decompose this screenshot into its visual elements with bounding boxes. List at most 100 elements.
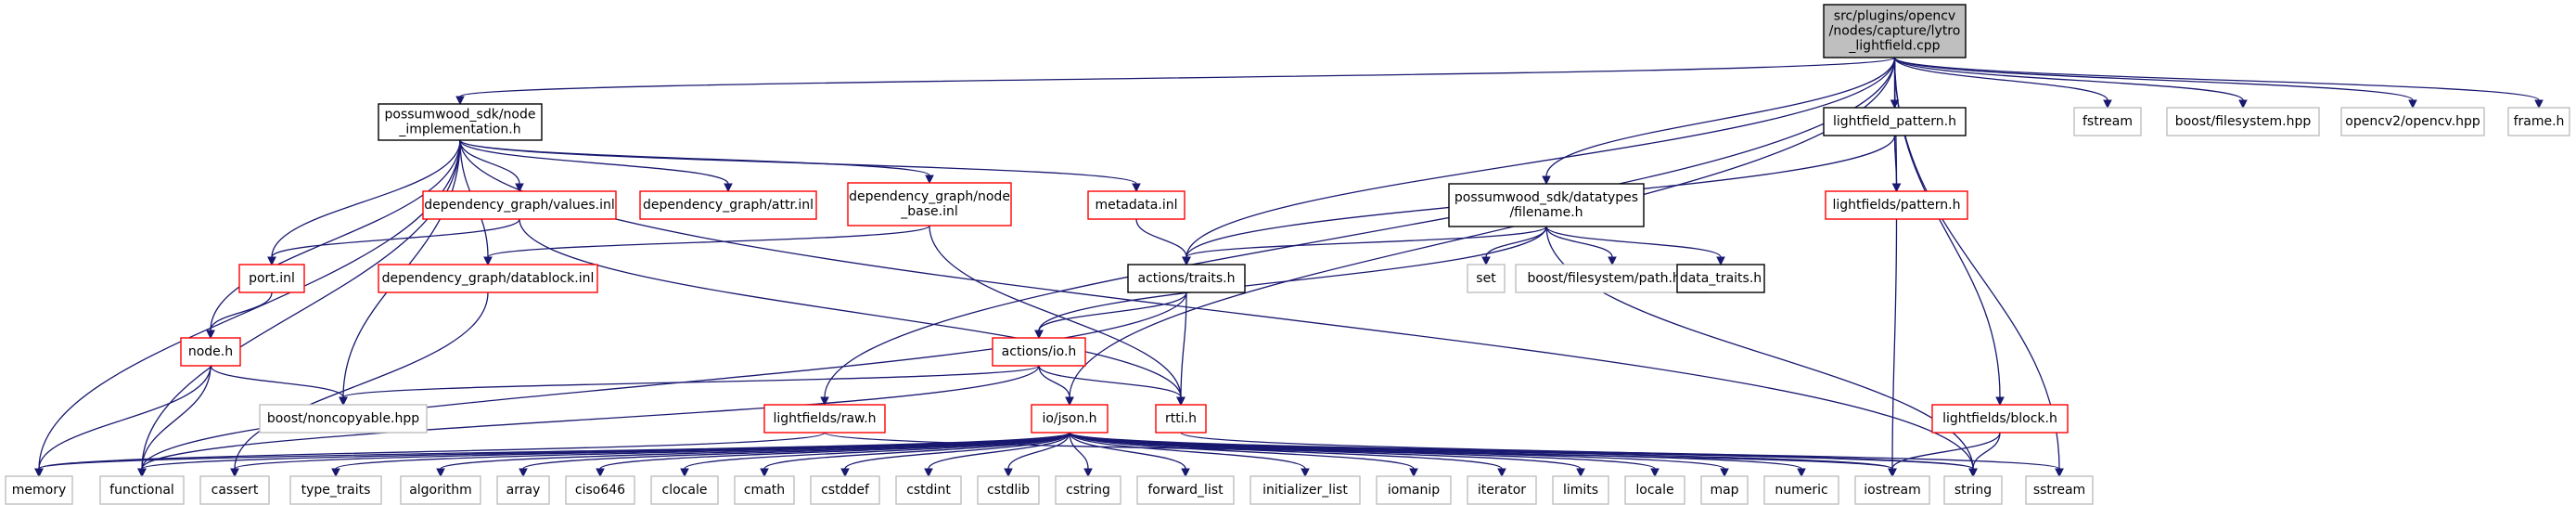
edge-metadata_inl-to-actions_traits (1135, 218, 1191, 266)
arrowhead-icon (519, 468, 528, 478)
node-memory: memory (5, 475, 73, 505)
node-algorithm: algorithm (400, 475, 481, 505)
node-root[interactable]: src/plugins/opencv/nodes/capture/lytro_l… (1823, 4, 1967, 58)
node-dg_node_base[interactable]: dependency_graph/node_base.inl (847, 182, 1012, 227)
edge-line (1893, 57, 2414, 101)
arrowhead-icon (1176, 396, 1185, 407)
node-box (565, 475, 635, 505)
node-rtti_h[interactable]: rtti.h (1155, 404, 1207, 434)
node-label: cstddef (821, 483, 870, 498)
edge-dg_node_base-to-rtti_h (929, 225, 1185, 407)
edge-io_json-to-cstdint (924, 432, 1070, 478)
node-map: map (1700, 475, 1749, 505)
edge-io_json-to-iomanip (1069, 432, 1418, 478)
edge-line (929, 225, 1182, 398)
node-box (650, 475, 719, 505)
arrowhead-icon (1481, 256, 1491, 266)
node-sstream: sstream (2025, 475, 2094, 505)
edge-actions_io-to-boost_noncopyable (339, 365, 1040, 407)
node-lf_raw[interactable]: lightfields/raw.h (763, 404, 886, 434)
edge-line (824, 57, 1896, 398)
node-node_impl[interactable]: possumwood_sdk/node_implementation.h (378, 103, 543, 141)
node-array: array (496, 475, 550, 505)
node-label: _implementation.h (398, 123, 520, 137)
node-filename_h[interactable]: possumwood_sdk/datatypes/filename.h (1448, 183, 1645, 227)
arrowhead-icon (1301, 468, 1310, 478)
edge-line (271, 139, 461, 258)
edge-line (459, 57, 1896, 97)
arrowhead-icon (483, 256, 493, 266)
arrowhead-icon (724, 183, 733, 193)
edge-line (1069, 432, 1503, 470)
edge-line (141, 291, 1187, 470)
edge-line (342, 365, 1040, 398)
node-label: functional (109, 483, 174, 498)
node-dg_values[interactable]: dependency_graph/values.inl (422, 190, 617, 220)
node-data_traits[interactable]: data_traits.h (1676, 264, 1765, 293)
node-lightfield_pattern_h[interactable]: lightfield_pattern.h (1823, 107, 1967, 136)
node-limits: limits (1552, 475, 1609, 505)
arrowhead-icon (1497, 468, 1506, 478)
edge-root-to-node_impl (455, 57, 1896, 106)
arrowhead-icon (455, 96, 465, 106)
node-node_h[interactable]: node.h (180, 337, 241, 367)
node-actions_io[interactable]: actions/io.h (992, 337, 1086, 367)
edge-port_inl-to-node_h (206, 291, 273, 340)
arrowhead-icon (1004, 468, 1013, 478)
edge-io_json-to-cmath (760, 432, 1070, 478)
arrowhead-icon (2103, 99, 2112, 110)
node-box (1854, 475, 1930, 505)
node-label: forward_list (1147, 483, 1224, 498)
node-box (2340, 107, 2485, 136)
edge-line (1135, 218, 1187, 258)
edge-line (234, 291, 489, 470)
node-box (259, 404, 428, 434)
arrowhead-icon (339, 396, 348, 407)
node-io_json[interactable]: io/json.h (1031, 404, 1109, 434)
node-label: locale (1635, 483, 1673, 498)
node-box (992, 337, 1086, 367)
node-label: lightfield_pattern.h (1833, 114, 1956, 129)
node-label: iostream (1864, 483, 1921, 498)
edge-line (1893, 57, 2540, 101)
arrowhead-icon (1720, 468, 1729, 478)
node-locale: locale (1624, 475, 1685, 505)
node-box (1087, 190, 1185, 220)
node-lf_block[interactable]: lightfields/block.h (1931, 404, 2069, 434)
node-port_inl[interactable]: port.inl (238, 264, 305, 293)
arrowhead-icon (2238, 99, 2248, 110)
edge-line (38, 432, 826, 470)
node-metadata_inl[interactable]: metadata.inl (1087, 190, 1185, 220)
node-string: string (1943, 475, 2003, 505)
node-lf_pattern[interactable]: lightfields/pattern.h (1825, 190, 1968, 220)
node-label: iomanip (1388, 483, 1440, 498)
arrowhead-icon (1065, 396, 1074, 407)
edge-io_json-to-cstddef (840, 432, 1070, 478)
edge-line (1069, 57, 1896, 398)
node-box (1055, 475, 1121, 505)
node-box (1763, 475, 1839, 505)
arrowhead-icon (34, 468, 44, 478)
node-forward_list: forward_list (1136, 475, 1235, 505)
node-box (2073, 107, 2142, 136)
edge-filename_h-to-boost_fs_path (1545, 226, 1617, 266)
node-label: boost/noncopyable.hpp (267, 411, 419, 426)
node-dg_datablock[interactable]: dependency_graph/datablock.inl (378, 264, 598, 293)
arrowhead-icon (1132, 183, 1141, 193)
node-label: dependency_graph/node (849, 189, 1010, 204)
node-dg_attr[interactable]: dependency_graph/attr.inl (639, 190, 817, 220)
edge-line (1069, 432, 1306, 470)
node-box (763, 404, 886, 434)
arrowhead-icon (2408, 99, 2417, 110)
node-box (400, 475, 481, 505)
node-box (1823, 4, 1967, 58)
edge-dg_node_base-to-dg_datablock (483, 225, 930, 266)
node-actions_traits[interactable]: actions/traits.h (1127, 264, 1246, 293)
edge-line (1038, 365, 1182, 398)
node-label: cstdlib (987, 483, 1030, 498)
edge-io_json-to-ciso646 (596, 432, 1070, 478)
node-ciso646: ciso646 (565, 475, 635, 505)
arrowhead-icon (1409, 468, 1418, 478)
